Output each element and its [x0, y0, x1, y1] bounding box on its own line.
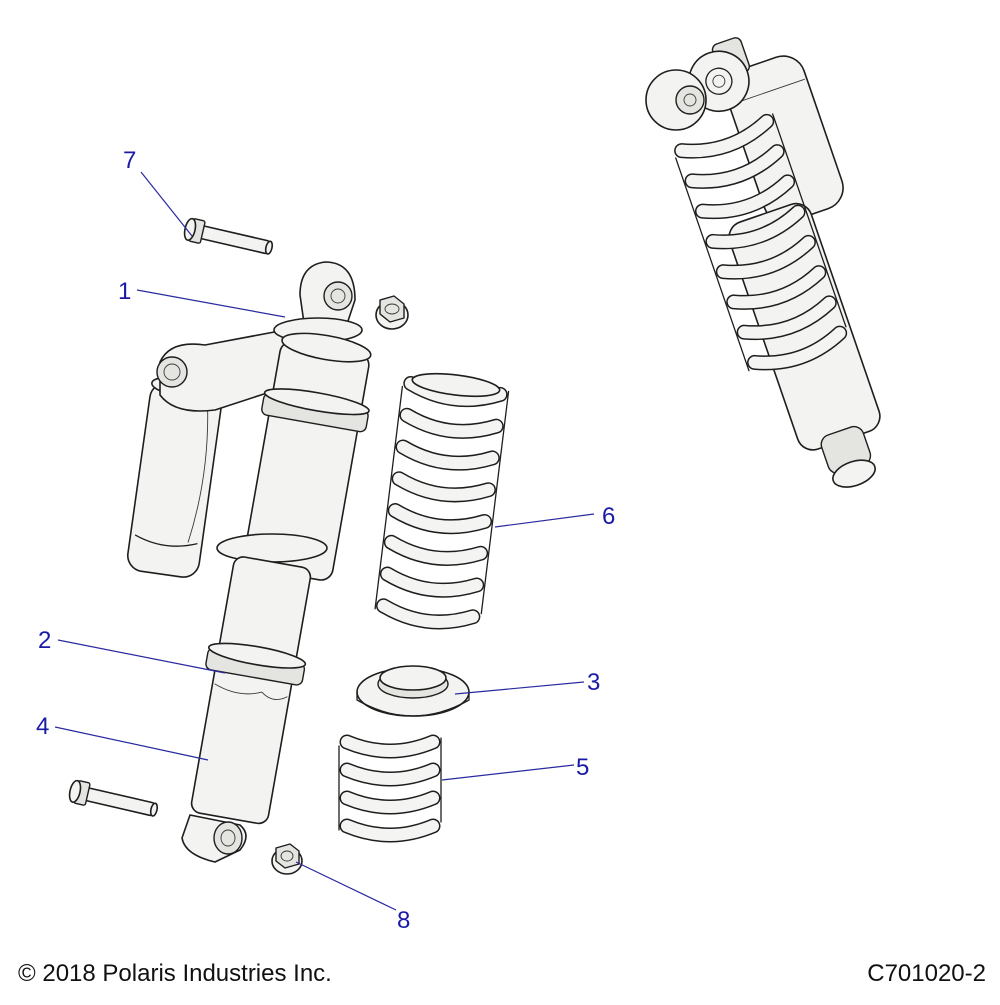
upper-bolt	[183, 217, 274, 255]
callout-8: 8	[397, 907, 410, 934]
leader-1	[136, 289, 286, 318]
callout-4: 4	[36, 713, 49, 740]
lower-spring	[338, 734, 442, 843]
assembled-shock	[645, 37, 881, 488]
leader-4	[54, 726, 209, 761]
callouts: 7 1 2 4 6 3 5 8	[36, 147, 615, 934]
leader-7	[140, 171, 193, 237]
leader-2	[57, 639, 226, 674]
shock-absorber	[126, 261, 372, 863]
lower-flange-nut	[271, 843, 303, 875]
callout-2: 2	[38, 627, 51, 654]
callout-6: 6	[602, 503, 615, 530]
leader-8	[295, 861, 397, 911]
callout-5: 5	[576, 754, 589, 781]
leader-5	[441, 764, 575, 781]
crossover-ring	[356, 665, 470, 717]
lower-bolt	[68, 779, 159, 817]
leader-6	[494, 513, 595, 528]
drawing-number: C701020-2	[867, 960, 986, 987]
copyright-notice: © 2018 Polaris Industries Inc.	[18, 960, 332, 987]
leader-3	[454, 681, 585, 695]
callout-3: 3	[587, 669, 600, 696]
upper-flange-nut	[375, 295, 409, 330]
callout-7: 7	[123, 147, 136, 174]
callout-1: 1	[118, 278, 131, 305]
leader-lines	[54, 171, 595, 911]
upper-spring	[374, 372, 510, 630]
